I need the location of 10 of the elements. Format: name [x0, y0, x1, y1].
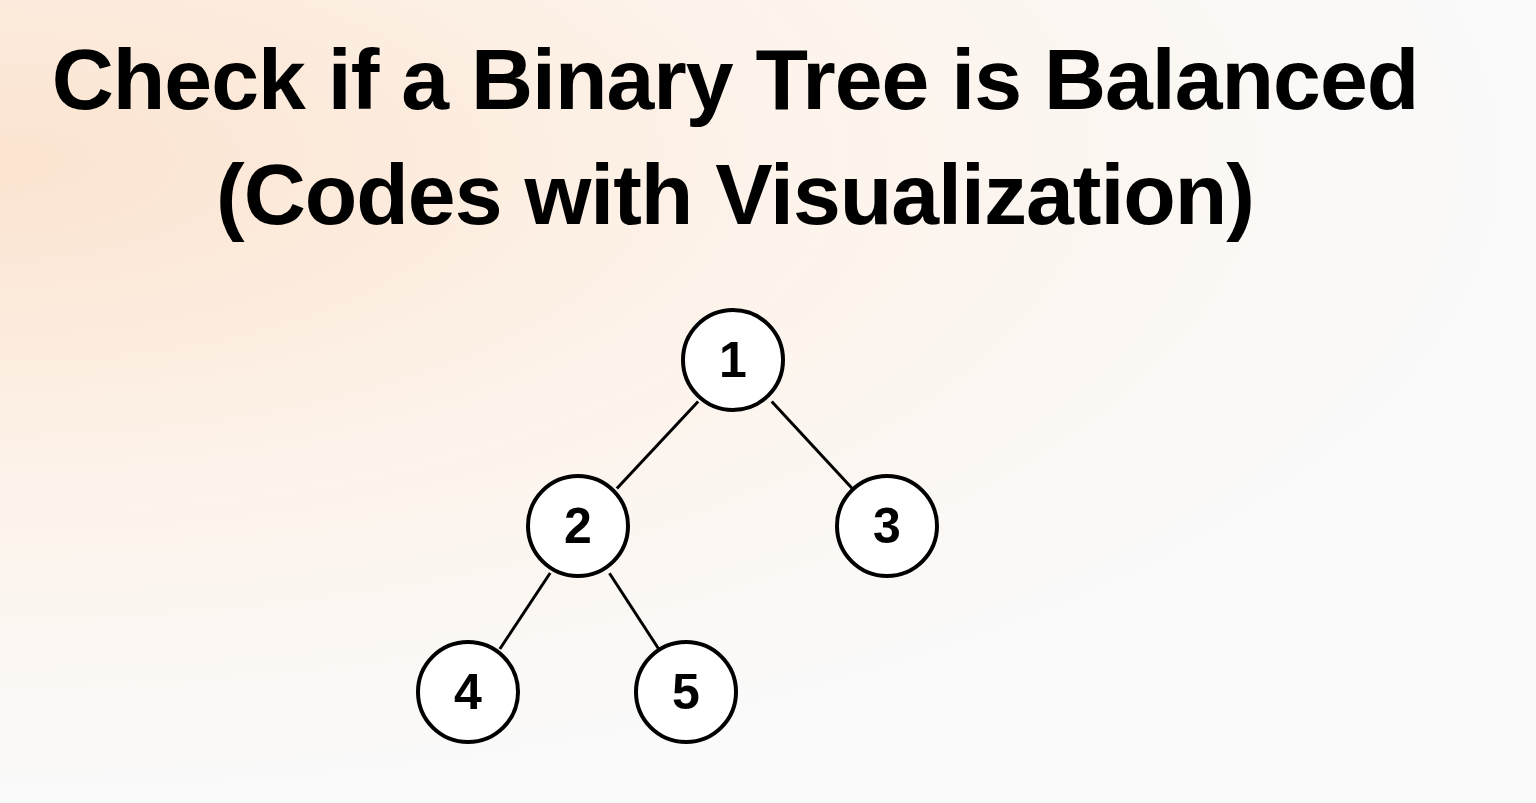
tree-edge — [770, 400, 854, 490]
tree-edge — [615, 400, 700, 490]
tree-edge — [608, 572, 660, 650]
node-label: 5 — [672, 663, 700, 721]
node-label: 4 — [454, 663, 482, 721]
node-label: 3 — [873, 497, 901, 555]
node-label: 2 — [564, 497, 592, 555]
title: Check if a Binary Tree is Balanced (Codes with Visualization) — [50, 30, 1420, 244]
node-label: 1 — [719, 331, 747, 389]
tree-edge — [498, 572, 552, 650]
